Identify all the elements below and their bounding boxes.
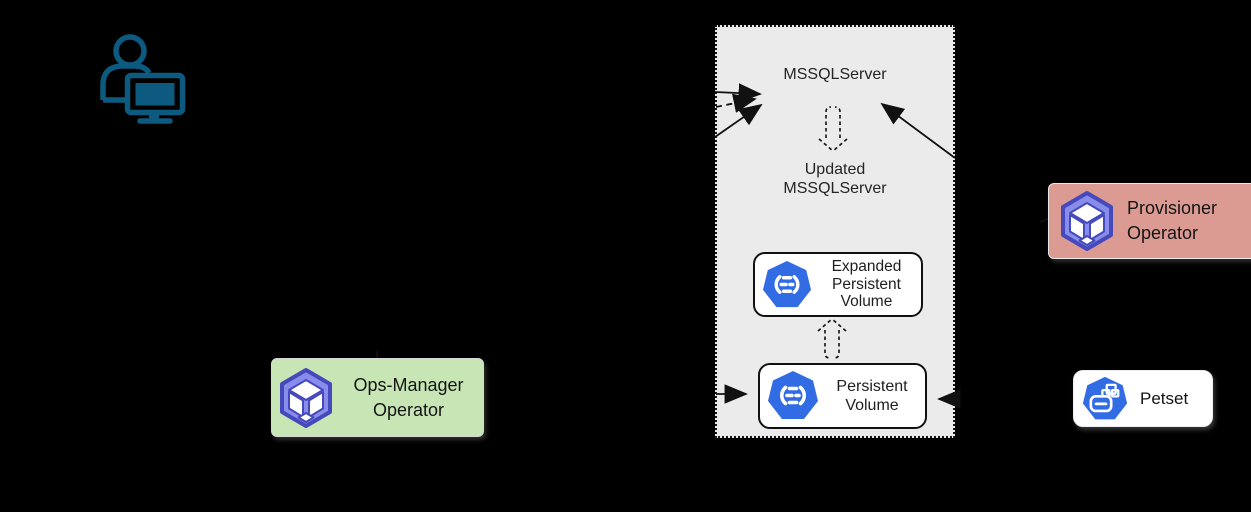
k8s-pv-icon (768, 371, 818, 419)
node-expanded-persistent-volume: Expanded Persistent Volume (753, 252, 923, 317)
operator-cube-icon (1061, 191, 1113, 251)
arrow-stub-provisioner-left (1039, 218, 1049, 223)
expanded-pv-line3: Volume (840, 293, 893, 311)
pv-line1: Persistent (836, 378, 908, 395)
ops-manager-label: Ops-Manager Operator (334, 373, 483, 423)
expanded-pv-label: Expanded Persistent Volume (812, 258, 921, 311)
user-at-computer-icon (98, 30, 190, 125)
expanded-pv-line2: Persistent (832, 275, 901, 293)
petset-label: Petset (1140, 388, 1189, 408)
node-petset: Petset (1073, 370, 1213, 427)
updated-mssqlserver-line2: MSSQLServer (783, 180, 887, 197)
node-persistent-volume: Persistent Volume (758, 363, 927, 429)
mssqlserver-label: MSSQLServer (783, 66, 887, 83)
persistent-volume-label: Persistent Volume (819, 377, 925, 415)
provisioner-label: Provisioner Operator (1115, 196, 1251, 246)
k8s-petset-icon (1082, 376, 1128, 419)
updated-mssqlserver-label: Updated MSSQLServer (717, 160, 953, 198)
ops-manager-line2: Operator (372, 399, 445, 420)
operator-cube-icon (280, 367, 332, 428)
provisioner-line1: Provisioner (1127, 198, 1218, 218)
node-ops-manager-operator: Ops-Manager Operator (271, 358, 484, 437)
expanded-pv-line1: Expanded (831, 258, 902, 276)
k8s-pv-icon (762, 260, 812, 307)
ops-manager-line1: Ops-Manager (353, 374, 464, 395)
provisioner-line2: Operator (1127, 223, 1199, 243)
node-provisioner-operator: Provisioner Operator (1048, 183, 1251, 259)
pv-line2: Volume (845, 397, 899, 414)
updated-mssqlserver-line1: Updated (804, 161, 866, 178)
